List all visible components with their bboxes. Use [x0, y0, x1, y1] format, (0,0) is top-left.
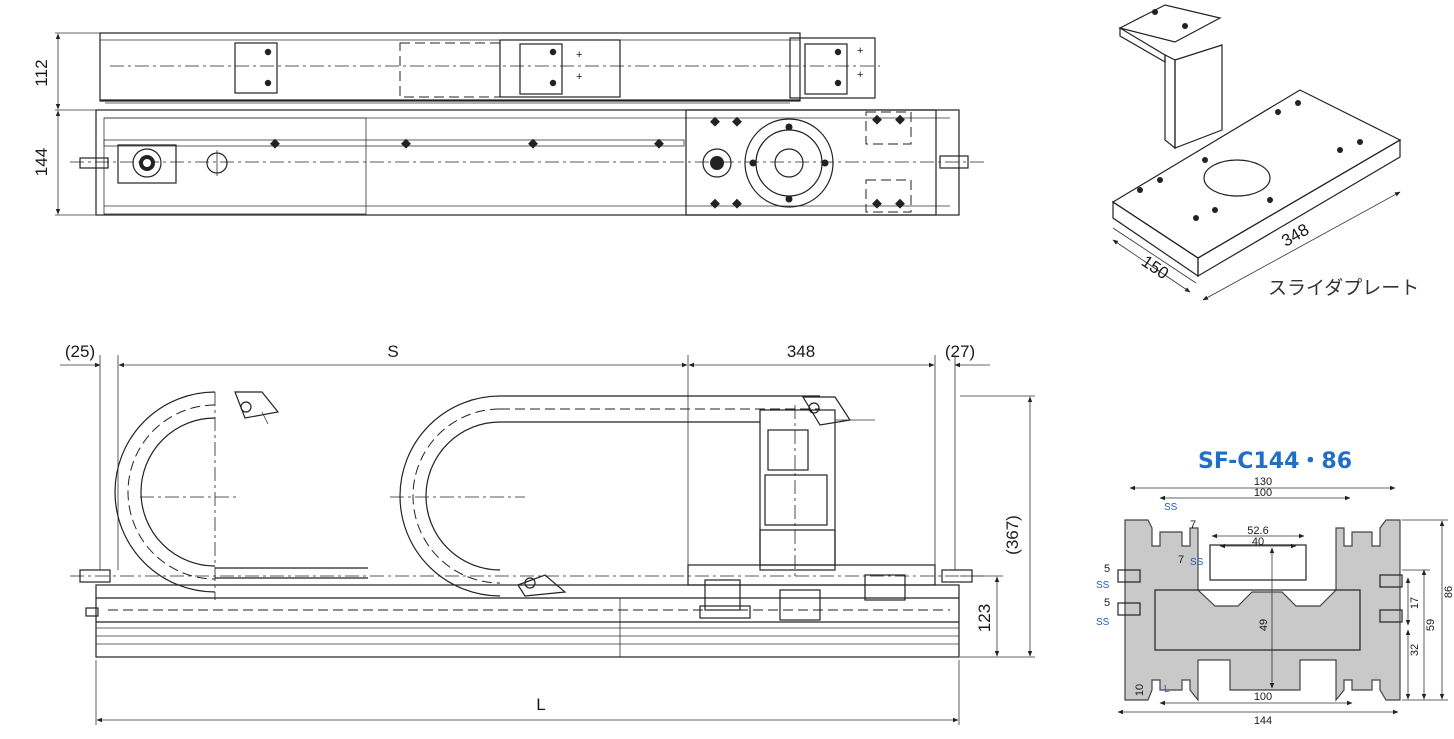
svg-text:+: + — [576, 71, 582, 83]
dim-total-height: (367) — [1003, 515, 1022, 555]
profile-dim-100-top: 100 — [1254, 487, 1272, 499]
profile-dim-7a: 7 — [1190, 519, 1196, 531]
dim-144: 144 — [32, 148, 51, 176]
profile-dim-7b: 7 — [1178, 554, 1184, 566]
svg-text:+: + — [576, 49, 582, 61]
profile-dim-17: 17 — [1409, 597, 1421, 609]
slot-ss-1: SS — [1164, 502, 1178, 513]
profile-dim-40: 40 — [1252, 536, 1264, 548]
plate-dim-348: 348 — [1278, 220, 1312, 251]
profile-dim-100-bottom: 100 — [1254, 691, 1272, 703]
slot-ss-2: SS — [1096, 580, 1110, 591]
profile-title: SF-C144・86 — [1198, 449, 1352, 474]
dim-right-offset: (27) — [945, 342, 975, 361]
rail-body-top — [95, 109, 960, 216]
dim-left-offset: (25) — [65, 342, 95, 361]
plate-dim-150: 150 — [1138, 252, 1172, 284]
motor-assembly — [759, 409, 836, 571]
profile-dim-52-6: 52.6 — [1247, 525, 1268, 537]
dim-112: 112 — [32, 59, 51, 86]
slot-l: L — [1164, 684, 1170, 695]
profile-section: SF-C144・86 130 100 52.6 40 7 7 5 5 SS SS… — [1096, 449, 1454, 727]
dim-base-height: 123 — [975, 604, 994, 632]
rail-base-front — [95, 584, 960, 658]
slot-ss-3: SS — [1096, 617, 1110, 628]
profile-dim-10: 10 — [1134, 684, 1146, 696]
profile-dim-86: 86 — [1443, 586, 1454, 598]
slot-ss-4: SS — [1190, 557, 1204, 568]
profile-dim-49: 49 — [1258, 619, 1270, 631]
cable-track-top-frame — [99, 32, 801, 102]
svg-text:+: + — [857, 69, 863, 81]
front-view: (25) S 348 (27) — [60, 342, 1035, 725]
profile-dim-5a: 5 — [1104, 563, 1110, 575]
slider-plate-iso: 348 150 スライダプレート — [1111, 4, 1419, 301]
dim-slider-348: 348 — [787, 342, 815, 361]
svg-text:+: + — [857, 45, 863, 57]
slider-plate-label: スライダプレート — [1268, 277, 1419, 299]
profile-dim-144: 144 — [1254, 715, 1272, 727]
profile-dim-5b: 5 — [1104, 597, 1110, 609]
profile-shape — [1124, 519, 1401, 702]
profile-dim-130: 130 — [1254, 476, 1272, 488]
dim-stroke: S — [387, 342, 398, 361]
profile-dim-59: 59 — [1425, 619, 1437, 631]
top-view: + + + + — [32, 32, 985, 216]
dim-length-l: L — [536, 695, 545, 714]
profile-dim-32: 32 — [1409, 644, 1421, 656]
slider-top — [685, 109, 937, 216]
